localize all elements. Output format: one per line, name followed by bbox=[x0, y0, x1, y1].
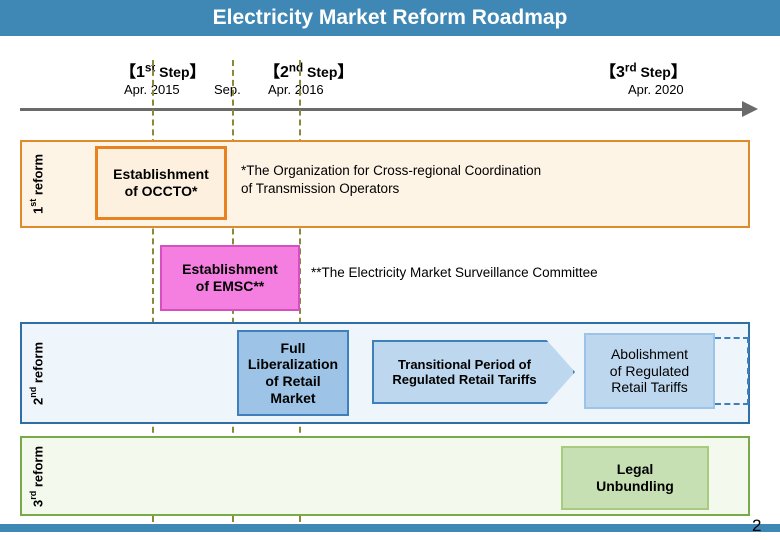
box-full-liberalization-retail-market[interactable]: Full Liberalization of Retail Market bbox=[237, 330, 349, 416]
band-2-text: reform bbox=[30, 341, 46, 387]
note-emsc: **The Electricity Market Surveillance Co… bbox=[311, 265, 598, 280]
step-2-word: Step bbox=[303, 64, 338, 80]
band-second-reform-label: 2nd reform bbox=[28, 326, 45, 420]
band-3-text: reform bbox=[30, 445, 46, 491]
abolishment-line-1: Abolishment bbox=[610, 346, 689, 363]
full-lib-line-3: of Retail bbox=[265, 373, 321, 389]
full-lib-line-1: Full bbox=[280, 339, 306, 356]
step-3-bracket-open: 【 bbox=[600, 64, 617, 81]
box-transitional-period-regulated-tariffs[interactable]: Transitional Period of Regulated Retail … bbox=[372, 340, 575, 404]
step-1-date: Apr. 2015 bbox=[124, 82, 180, 97]
emsc-line-1: Establishment bbox=[182, 261, 278, 278]
band-2-ordinal: nd bbox=[28, 386, 38, 398]
step-3-word: Step bbox=[636, 64, 671, 80]
occto-line-2: of OCCTO* bbox=[124, 183, 198, 199]
step-2-date: Apr. 2016 bbox=[268, 82, 324, 97]
band-1-number: 1 bbox=[30, 206, 46, 215]
step-1-ordinal: st bbox=[144, 61, 156, 75]
bottom-bar bbox=[0, 524, 780, 532]
occto-line-1: Establishment bbox=[113, 166, 209, 183]
band-3-number: 3 bbox=[30, 499, 46, 507]
occto-note-line-2: of Transmission Operators bbox=[241, 181, 400, 197]
abolishment-line-3: Retail Tariffs bbox=[611, 379, 688, 396]
band-3-ordinal: rd bbox=[28, 490, 38, 500]
abolishment-line-2: of Regulated bbox=[609, 362, 690, 379]
full-lib-line-4: Market bbox=[270, 389, 316, 406]
step-3-bracket-close: 】 bbox=[670, 64, 687, 81]
step-1-bracket-close: 】 bbox=[189, 64, 206, 81]
step-1-label: 【1st Step】 bbox=[120, 58, 206, 82]
note-occto: *The Organization for Cross-regional Coo… bbox=[241, 162, 641, 198]
page-number: 2 bbox=[752, 516, 762, 535]
step-3-label: 【3rd Step】 bbox=[600, 58, 687, 82]
emsc-line-2: of EMSC** bbox=[195, 278, 265, 294]
step-1-guideline bbox=[152, 60, 154, 522]
step-3-number: 3 bbox=[616, 64, 625, 81]
step-2-bracket-close: 】 bbox=[337, 64, 354, 81]
step-3-ordinal: rd bbox=[624, 61, 637, 75]
box-establishment-occto[interactable]: Establishment of OCCTO* bbox=[95, 146, 227, 220]
step-2-guideline bbox=[299, 60, 301, 522]
transitional-line-2: Regulated Retail Tariffs bbox=[392, 372, 537, 387]
step-3-date: Apr. 2020 bbox=[628, 82, 684, 97]
step-2-number: 2 bbox=[280, 64, 289, 81]
band-1-text: reform bbox=[30, 153, 46, 199]
legal-line-2: Unbundling bbox=[596, 478, 674, 494]
dashed-continuation-marker bbox=[715, 337, 749, 405]
step-1-number: 1 bbox=[136, 64, 145, 81]
title-bar bbox=[0, 0, 780, 36]
timeline-axis bbox=[20, 108, 750, 111]
step-1-bracket-open: 【 bbox=[120, 64, 137, 81]
sep-label: Sep. bbox=[214, 82, 241, 97]
timeline-arrow-head-icon bbox=[742, 101, 758, 117]
occto-note-line-1: *The Organization for Cross-regional Coo… bbox=[241, 163, 542, 178]
step-2-ordinal: nd bbox=[288, 61, 304, 75]
transitional-line-1: Transitional Period of bbox=[398, 356, 531, 372]
step-2-label: 【2nd Step】 bbox=[264, 58, 353, 82]
page-title: Electricity Market Reform Roadmap bbox=[212, 6, 568, 29]
band-1-ordinal: st bbox=[28, 198, 38, 207]
band-first-reform-label: 1st reform bbox=[28, 144, 45, 224]
box-abolishment-regulated-retail-tariffs[interactable]: Abolishment of Regulated Retail Tariffs bbox=[584, 333, 715, 409]
box-establishment-emsc[interactable]: Establishment of EMSC** bbox=[160, 245, 300, 311]
band-third-reform-label: 3rd reform bbox=[28, 440, 45, 512]
step-1-word: Step bbox=[155, 64, 190, 80]
band-2-number: 2 bbox=[30, 397, 46, 405]
legal-line-1: Legal bbox=[616, 461, 654, 478]
box-legal-unbundling[interactable]: Legal Unbundling bbox=[561, 446, 709, 510]
step-2-bracket-open: 【 bbox=[264, 64, 281, 81]
full-lib-line-2: Liberalization bbox=[247, 356, 339, 373]
